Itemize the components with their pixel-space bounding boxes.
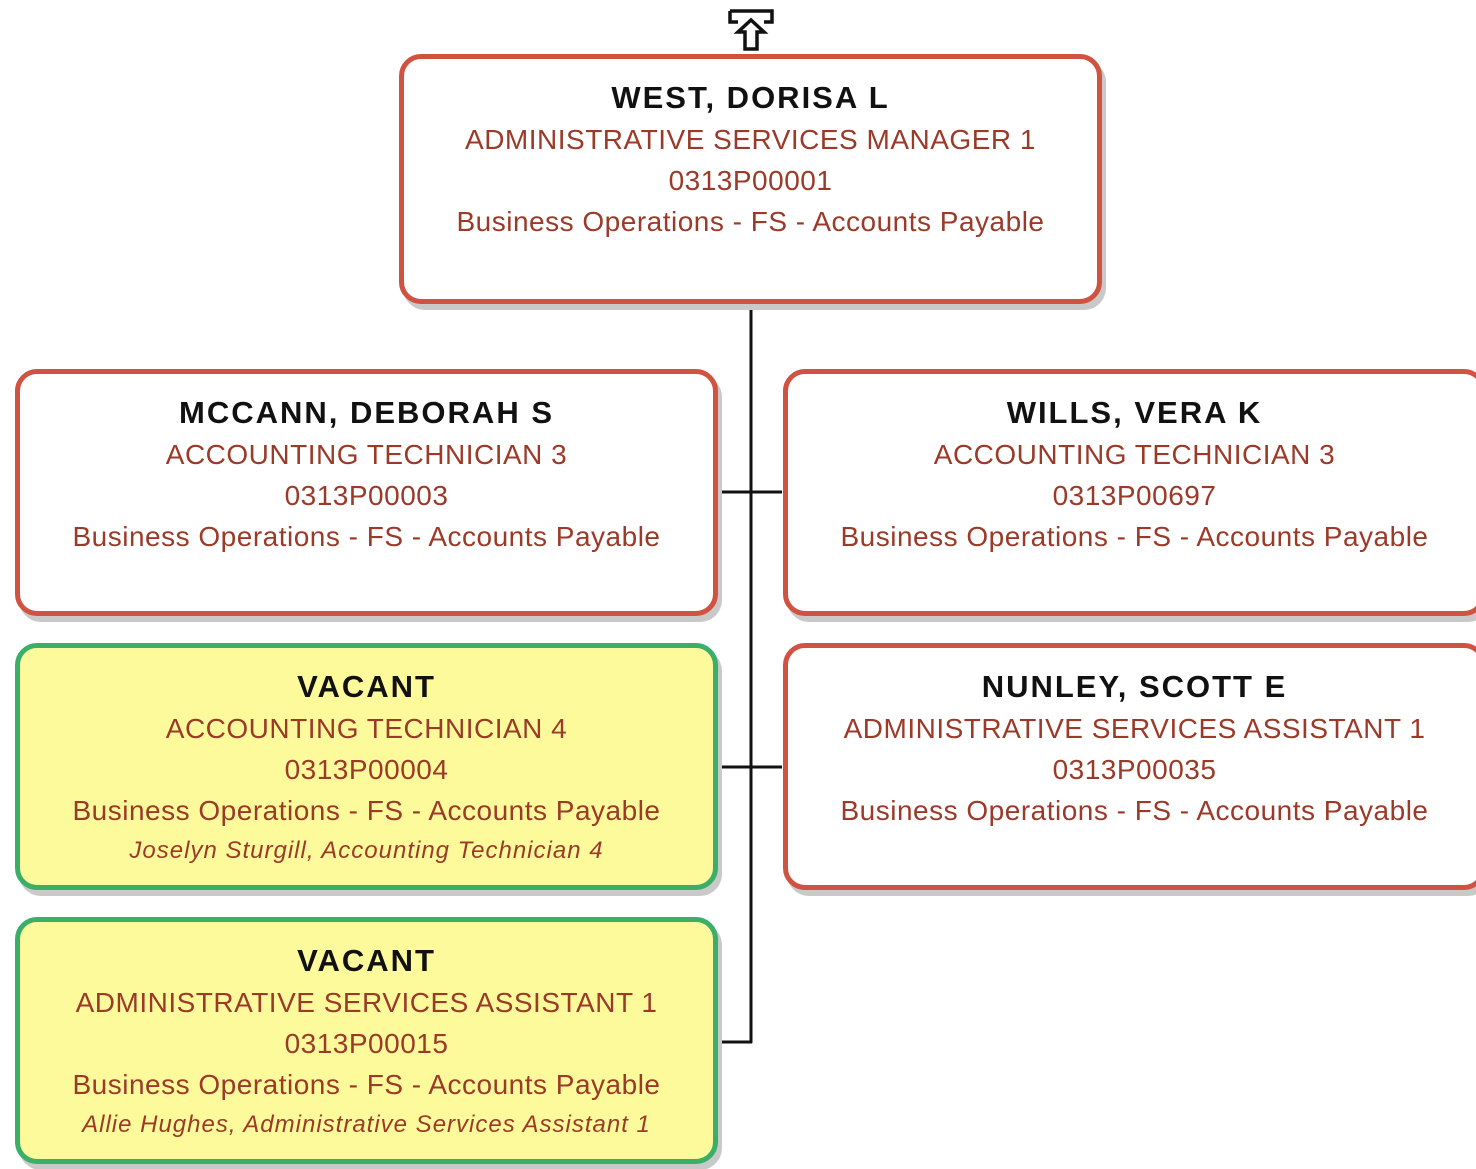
report-card-vacant-technician[interactable]: VACANT ACCOUNTING TECHNICIAN 4 0313P0000…	[15, 643, 718, 890]
incumbent-note: Joselyn Sturgill, Accounting Technician …	[129, 837, 604, 864]
position-number: 0313P00003	[284, 480, 449, 511]
job-title: ACCOUNTING TECHNICIAN 4	[165, 713, 568, 744]
department: Business Operations - FS - Accounts Paya…	[840, 795, 1429, 826]
employee-name: VACANT	[297, 943, 436, 978]
report-card-vacant-assistant[interactable]: VACANT ADMINISTRATIVE SERVICES ASSISTANT…	[15, 917, 718, 1164]
incumbent-note: Allie Hughes, Administrative Services As…	[82, 1111, 651, 1138]
position-number: 0313P00015	[284, 1028, 449, 1059]
job-title: ACCOUNTING TECHNICIAN 3	[933, 439, 1336, 470]
employee-name: WILLS, VERA K	[1006, 395, 1263, 430]
job-title: ADMINISTRATIVE SERVICES MANAGER 1	[465, 124, 1036, 155]
manager-card[interactable]: WEST, DORISA L ADMINISTRATIVE SERVICES M…	[399, 54, 1102, 304]
employee-name: WEST, DORISA L	[611, 80, 890, 115]
job-title: ACCOUNTING TECHNICIAN 3	[165, 439, 568, 470]
employee-name: MCCANN, DEBORAH S	[179, 395, 554, 430]
department: Business Operations - FS - Accounts Paya…	[456, 206, 1045, 237]
job-title: ADMINISTRATIVE SERVICES ASSISTANT 1	[843, 713, 1426, 744]
department: Business Operations - FS - Accounts Paya…	[72, 1069, 661, 1100]
department: Business Operations - FS - Accounts Paya…	[840, 521, 1429, 552]
position-number: 0313P00001	[668, 165, 833, 196]
department: Business Operations - FS - Accounts Paya…	[72, 521, 661, 552]
job-title: ADMINISTRATIVE SERVICES ASSISTANT 1	[75, 987, 658, 1018]
position-number: 0313P00035	[1052, 754, 1217, 785]
position-number: 0313P00004	[284, 754, 449, 785]
report-card-wills[interactable]: WILLS, VERA K ACCOUNTING TECHNICIAN 3 03…	[783, 369, 1476, 616]
up-arrow-icon[interactable]	[728, 8, 774, 52]
report-card-mccann[interactable]: MCCANN, DEBORAH S ACCOUNTING TECHNICIAN …	[15, 369, 718, 616]
position-number: 0313P00697	[1052, 480, 1217, 511]
department: Business Operations - FS - Accounts Paya…	[72, 795, 661, 826]
report-card-nunley[interactable]: NUNLEY, SCOTT E ADMINISTRATIVE SERVICES …	[783, 643, 1476, 890]
employee-name: NUNLEY, SCOTT E	[981, 669, 1288, 704]
employee-name: VACANT	[297, 669, 436, 704]
